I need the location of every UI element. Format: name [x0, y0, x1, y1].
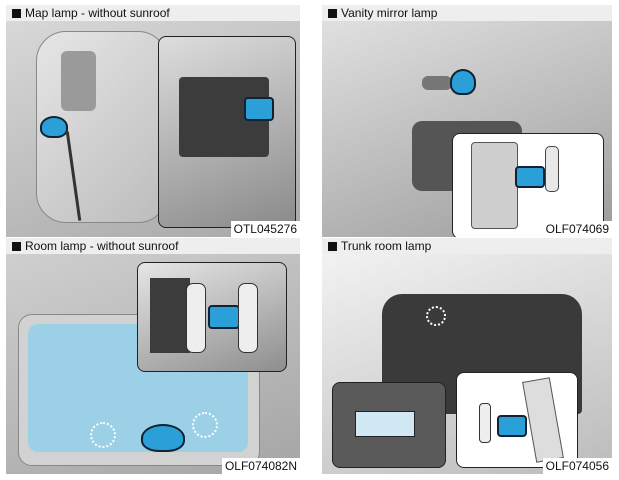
pry-arrow-icon	[450, 69, 476, 95]
lamp-location-marker	[426, 306, 446, 326]
pry-arrow-icon	[40, 116, 68, 138]
bulb-arrow-icon	[208, 305, 240, 329]
panel-title-text: Room lamp - without sunroof	[25, 239, 179, 253]
lamp-unit	[522, 377, 564, 463]
lamp-unit	[471, 142, 518, 229]
bullet-square-icon	[328, 242, 337, 251]
bulb	[186, 283, 206, 353]
figure-code: OLF074056	[542, 458, 612, 474]
pry-arrow-icon	[141, 424, 185, 452]
panel-map-lamp: Map lamp - without sunroof OTL045276	[6, 5, 300, 237]
bulb-detail-inset	[158, 36, 296, 228]
bulb	[545, 146, 559, 192]
bulb-detail-inset	[137, 262, 287, 372]
panel-title: Room lamp - without sunroof	[6, 238, 300, 254]
lamp-lens-inset	[332, 382, 446, 468]
map-lamp-illustration: OTL045276	[6, 21, 300, 237]
bullet-square-icon	[12, 9, 21, 18]
bulb	[479, 403, 491, 443]
room-lamp-illustration: OLF074082N	[6, 254, 300, 474]
bulb-arrow-icon	[515, 166, 545, 188]
bulb	[238, 283, 258, 353]
trunk-lamp-illustration: OLF074056	[322, 254, 612, 474]
panel-vanity-mirror-lamp: Vanity mirror lamp OLF074069	[322, 5, 612, 237]
panel-title-text: Vanity mirror lamp	[341, 6, 438, 20]
remove-arrow-icon	[244, 97, 274, 121]
pry-point-marker	[192, 412, 218, 438]
vanity-lamp-illustration: OLF074069	[322, 21, 612, 237]
lamp-lens	[422, 76, 452, 90]
panel-title: Trunk room lamp	[322, 238, 612, 254]
figure-code: OLF074069	[542, 221, 612, 237]
lamp-lens	[61, 51, 96, 111]
socket	[150, 278, 190, 353]
bullet-square-icon	[12, 242, 21, 251]
panel-room-lamp: Room lamp - without sunroof OLF074082N	[6, 238, 300, 474]
panel-title-text: Trunk room lamp	[341, 239, 432, 253]
panel-title: Vanity mirror lamp	[322, 5, 612, 21]
panel-title-text: Map lamp - without sunroof	[25, 6, 170, 20]
bullet-square-icon	[328, 9, 337, 18]
bulb-arrow-icon	[497, 415, 527, 437]
figure-code: OTL045276	[230, 221, 300, 237]
figure-code: OLF074082N	[221, 458, 300, 474]
panel-title: Map lamp - without sunroof	[6, 5, 300, 21]
bulb-detail-inset	[456, 372, 578, 468]
panel-trunk-room-lamp: Trunk room lamp OLF074056	[322, 238, 612, 474]
lamp-lens	[355, 411, 415, 437]
pry-point-marker	[90, 422, 116, 448]
bulb-detail-inset	[452, 133, 604, 237]
